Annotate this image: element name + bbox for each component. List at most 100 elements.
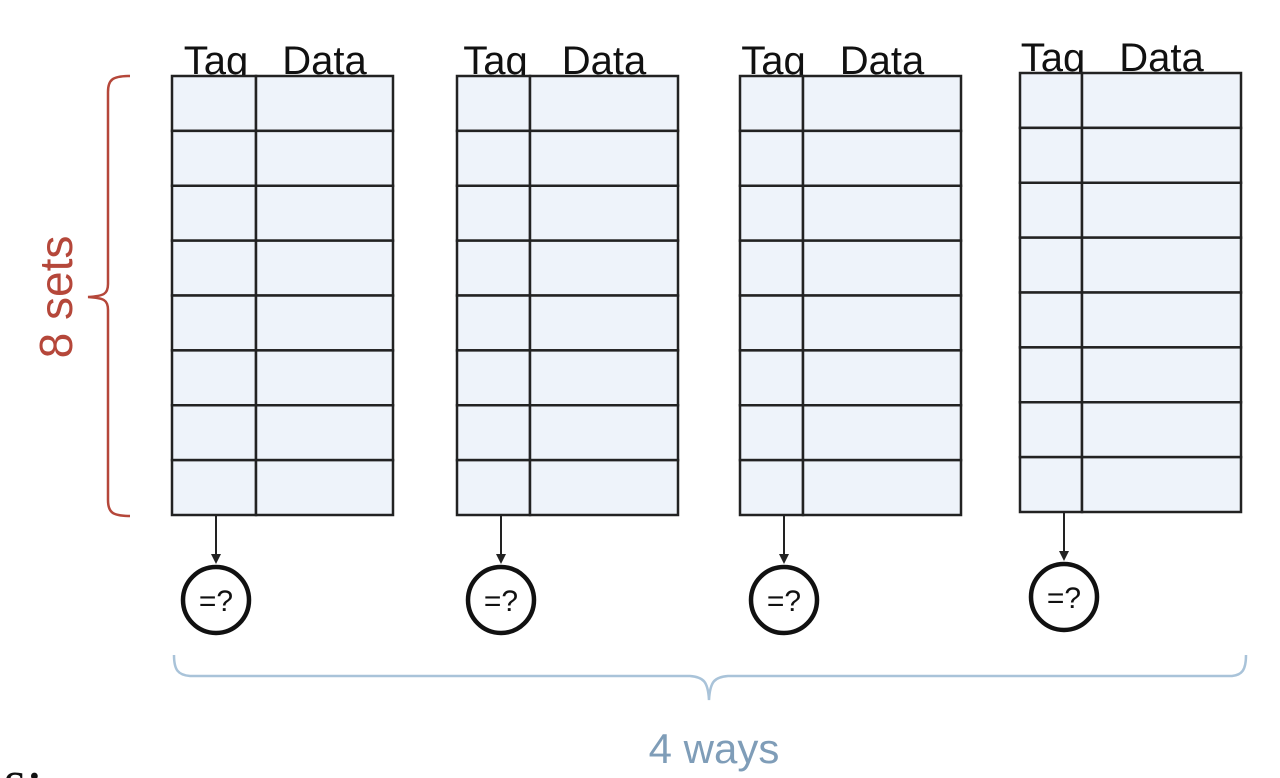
cache-set-row	[1018, 181, 1243, 239]
tag-cell	[1018, 346, 1084, 404]
comparator-label: =?	[484, 585, 518, 618]
data-cell	[1080, 71, 1243, 130]
tag-cell	[1018, 455, 1084, 514]
cache-set-row	[738, 294, 963, 352]
comparator-label: =?	[1047, 582, 1081, 615]
comparator-circle	[1028, 561, 1100, 633]
tag-cell	[738, 184, 805, 242]
cache-set-row	[455, 74, 680, 133]
data-cell	[1080, 291, 1243, 349]
cache-set-row	[455, 294, 680, 352]
data-cell	[1080, 346, 1243, 404]
tag-cell	[738, 404, 805, 462]
comparator-label: =?	[767, 585, 801, 618]
data-cell	[801, 184, 963, 242]
data-cell	[801, 74, 963, 133]
ways-brace	[172, 654, 1248, 701]
tag-cell	[170, 239, 258, 297]
tag-cell	[1018, 401, 1084, 459]
data-cell	[801, 294, 963, 352]
tag-cell	[170, 184, 258, 242]
data-cell	[528, 458, 680, 517]
data-cell	[528, 349, 680, 407]
tag-cell	[455, 74, 532, 133]
cache-set-row	[170, 349, 395, 407]
cache-set-row	[1018, 291, 1243, 349]
cache-set-row	[170, 239, 395, 297]
data-cell	[528, 239, 680, 297]
cache-set-row	[170, 184, 395, 242]
data-cell	[254, 129, 395, 187]
tag-cell	[1018, 291, 1084, 349]
data-cell	[801, 404, 963, 462]
data-cell	[254, 458, 395, 517]
cache-set-row	[738, 74, 963, 133]
tag-cell	[170, 294, 258, 352]
partial-text: as:	[0, 748, 42, 778]
comparator-label: =?	[199, 585, 233, 618]
cache-set-row	[738, 239, 963, 297]
comparator-circle	[180, 564, 252, 636]
cache-set-row	[455, 129, 680, 187]
cache-set-row	[170, 294, 395, 352]
comparator-circle	[748, 564, 820, 636]
cache-set-row	[1018, 126, 1243, 184]
tag-cell	[738, 349, 805, 407]
cache-set-row	[1018, 455, 1243, 514]
cache-set-row	[738, 349, 963, 407]
tag-cell	[455, 349, 532, 407]
data-cell	[801, 458, 963, 517]
tag-cell	[455, 184, 532, 242]
sets-label: 8 sets	[30, 236, 82, 359]
data-cell	[1080, 236, 1243, 294]
data-cell	[801, 239, 963, 297]
cache-set-row	[170, 129, 395, 187]
data-cell	[254, 239, 395, 297]
tag-cell	[738, 294, 805, 352]
data-cell	[1080, 181, 1243, 239]
cache-set-row	[738, 458, 963, 517]
data-cell	[528, 294, 680, 352]
tag-cell	[738, 129, 805, 187]
tag-cell	[738, 74, 805, 133]
data-cell	[1080, 401, 1243, 459]
cache-set-row	[738, 129, 963, 187]
cache-set-row	[455, 239, 680, 297]
data-cell	[528, 404, 680, 462]
data-cell	[1080, 126, 1243, 184]
tag-cell	[455, 404, 532, 462]
data-cell	[254, 74, 395, 133]
data-cell	[254, 404, 395, 462]
cache-set-row	[738, 184, 963, 242]
tag-cell	[455, 458, 532, 517]
sets-brace	[87, 74, 131, 518]
cache-set-row	[170, 74, 395, 133]
tag-cell	[738, 239, 805, 297]
tag-cell	[1018, 181, 1084, 239]
cache-set-row	[738, 404, 963, 462]
tag-cell	[1018, 71, 1084, 130]
data-cell	[1080, 455, 1243, 514]
tag-cell	[170, 404, 258, 462]
cache-set-row	[455, 458, 680, 517]
data-cell	[801, 129, 963, 187]
cache-set-row	[170, 458, 395, 517]
tag-cell	[455, 239, 532, 297]
cache-set-row	[170, 404, 395, 462]
data-cell	[528, 129, 680, 187]
tag-cell	[738, 458, 805, 517]
data-cell	[254, 184, 395, 242]
data-cell	[254, 294, 395, 352]
cache-set-row	[1018, 236, 1243, 294]
cache-set-row	[455, 184, 680, 242]
data-cell	[528, 184, 680, 242]
tag-cell	[170, 349, 258, 407]
tag-cell	[1018, 126, 1084, 184]
tag-cell	[455, 129, 532, 187]
cache-set-row	[1018, 401, 1243, 459]
cache-set-row	[1018, 346, 1243, 404]
